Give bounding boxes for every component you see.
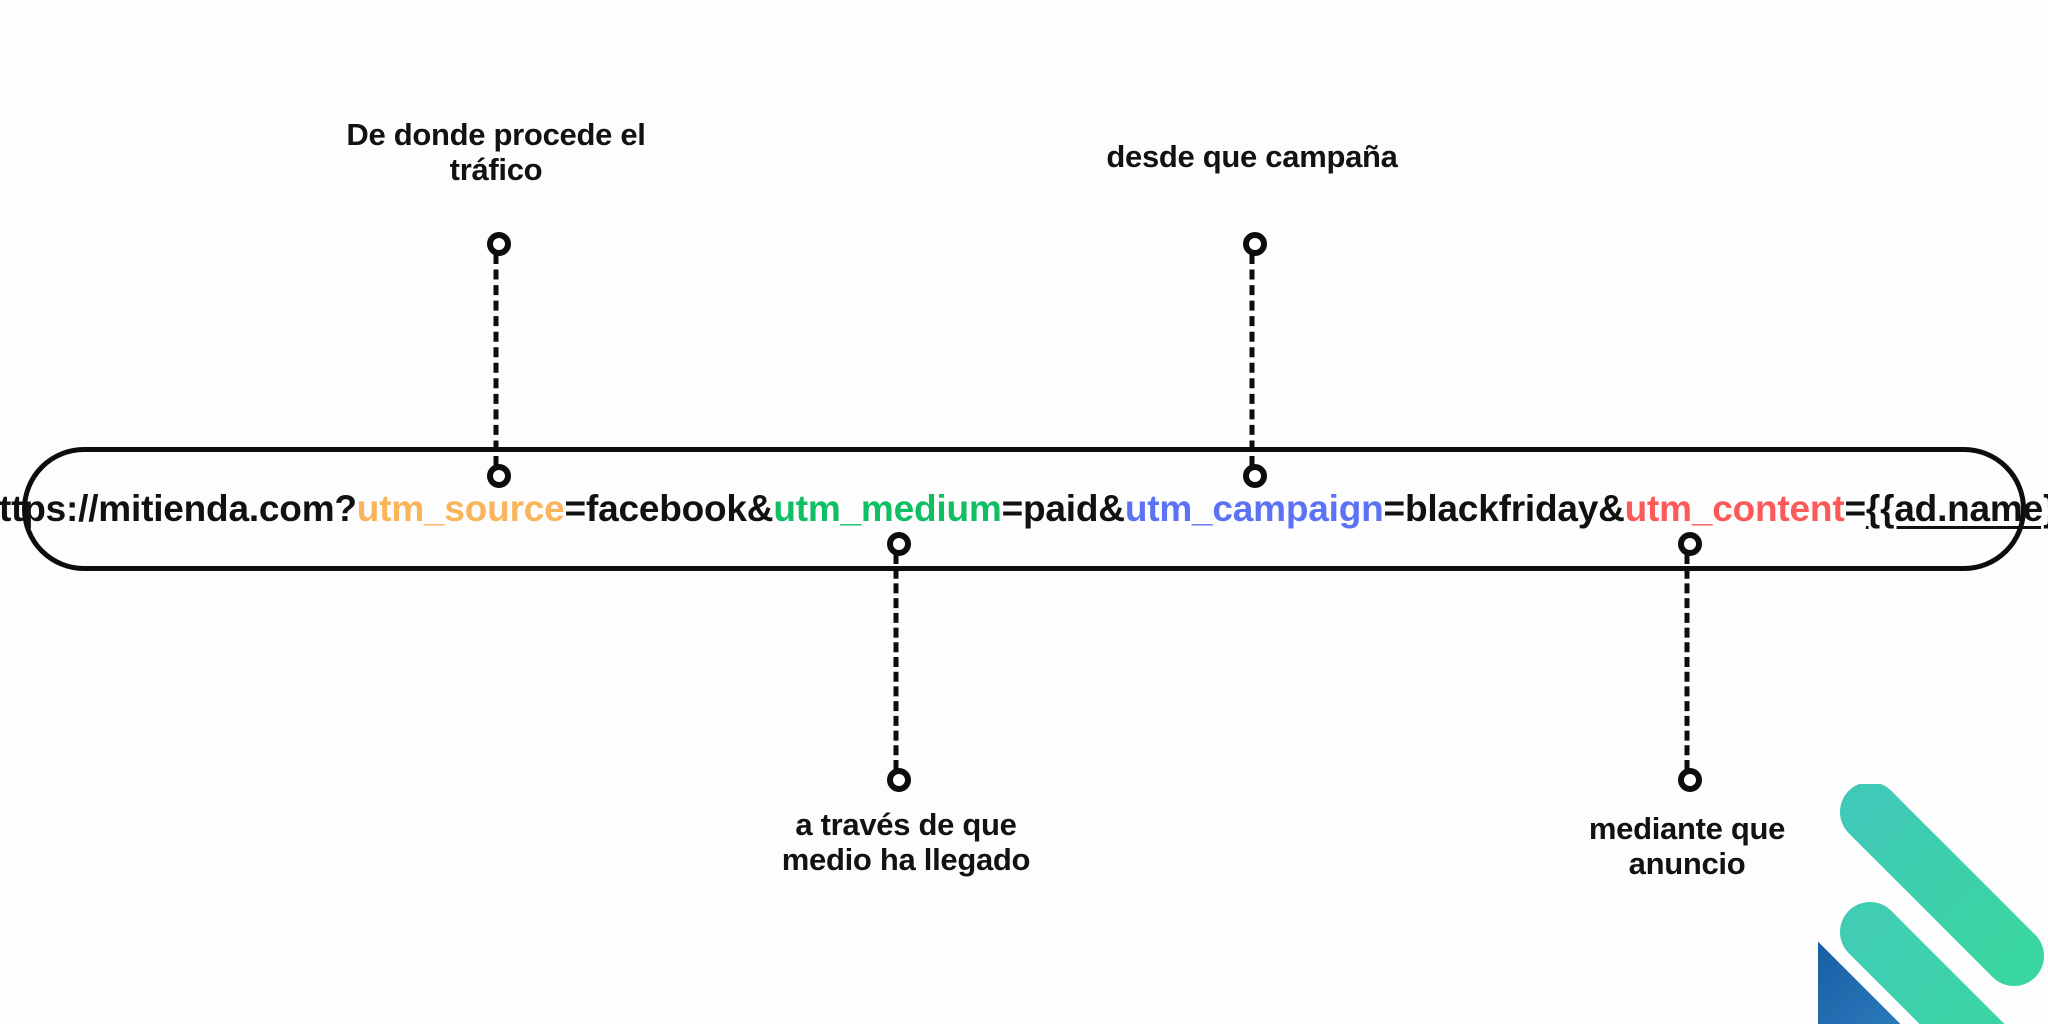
annotation-utm-content: mediante que anuncio [1497,811,1877,881]
connector-endpoint-bottom [887,768,911,792]
connector-dashed-line [1684,554,1690,770]
connector-endpoint-bottom [1678,768,1702,792]
annotation-line: mediante que [1588,811,1786,846]
annotation-line: medio ha llegado [781,841,1031,877]
connector-utm-source [486,232,511,488]
connector-dashed-line [1249,254,1255,466]
annotation-line: De donde procede el [346,117,646,152]
connector-endpoint-top [487,232,511,256]
connector-dashed-line [493,254,499,466]
annotation-line: tráfico [449,151,543,187]
annotation-utm-source: De donde procede el tráfico [316,117,676,187]
connector-endpoint-top [887,532,911,556]
annotation-utm-campaign: desde que campaña [1032,139,1472,175]
annotation-line: desde que campaña [1106,139,1398,174]
annotation-utm-medium: a través de que medio ha llegado [716,807,1096,877]
connector-endpoint-top [1243,232,1267,256]
connector-dashed-line [893,554,899,770]
connector-utm-medium [886,532,911,792]
url-pill-border [22,447,2026,571]
annotation-line: a través de que [795,807,1017,842]
annotation-line: anuncio [1628,845,1746,881]
connector-endpoint-top [1678,532,1702,556]
connector-utm-content [1677,532,1702,792]
connector-utm-campaign [1242,232,1267,488]
connector-endpoint-bottom [487,464,511,488]
connector-endpoint-bottom [1243,464,1267,488]
